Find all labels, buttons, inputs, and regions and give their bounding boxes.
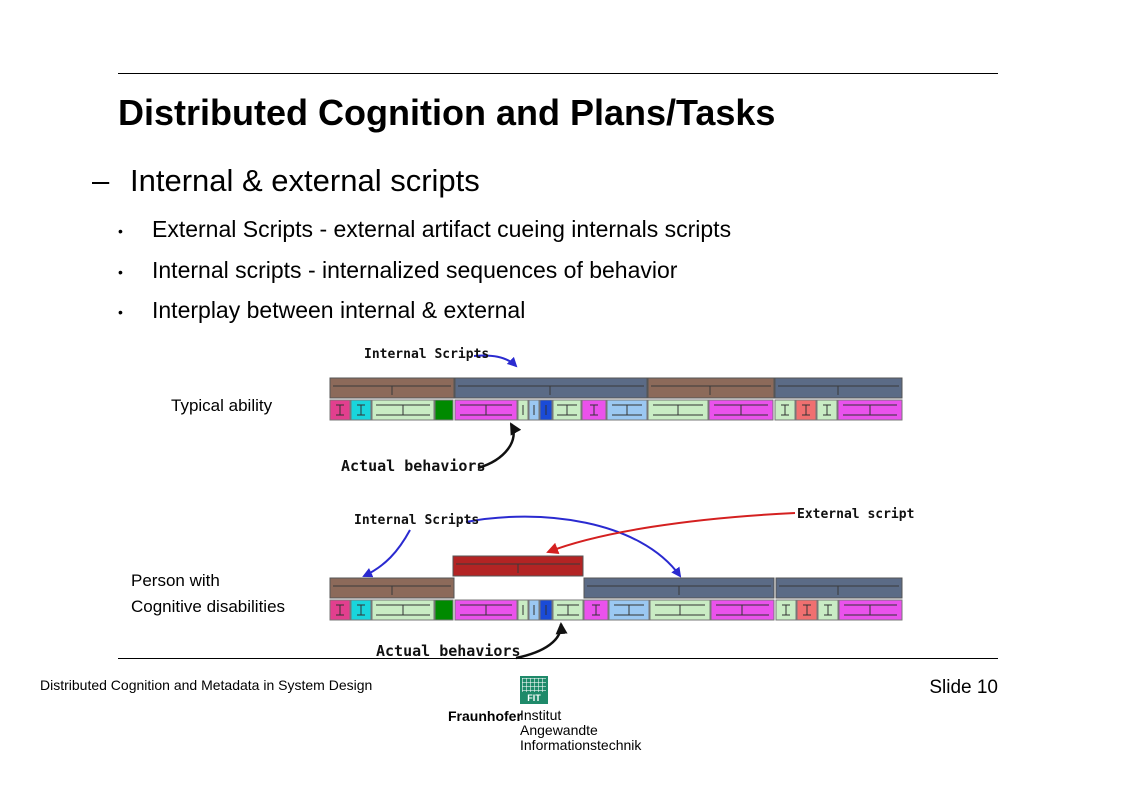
subheading-text: Internal & external scripts xyxy=(130,163,480,198)
slide-title: Distributed Cognition and Plans/Tasks xyxy=(118,92,776,133)
bullet-dot-icon: • xyxy=(118,263,123,280)
bottom-internal-scripts-label: Internal Scripts xyxy=(354,513,479,528)
top-actual-behaviors-label: Actual behaviors xyxy=(341,457,486,475)
actual-behaviors-arrow xyxy=(477,422,522,470)
bottom-behavior-glyphs xyxy=(336,604,897,616)
bullet-text: External Scripts - external artifact cue… xyxy=(152,216,732,242)
logo-brand: Fraunhofer xyxy=(448,708,522,724)
bottom-script-bar xyxy=(329,555,903,599)
bullet-item: • External Scripts - external artifact cu… xyxy=(118,216,731,243)
top-internal-scripts-label: Internal Scripts xyxy=(364,347,489,362)
behavior-block xyxy=(434,599,454,621)
top-behavior-glyphs xyxy=(336,404,897,416)
logo-institute-line: Institut xyxy=(520,707,562,723)
bullet-dot-icon: • xyxy=(118,303,123,320)
fit-mark-text: FIT xyxy=(527,693,541,703)
bullet-item: • Internal scripts - internalized sequenc… xyxy=(118,257,677,284)
behavior-block xyxy=(434,399,454,421)
script-block xyxy=(647,377,775,399)
bullet-item: • Interplay between internal & external xyxy=(118,297,525,324)
footer-title: Distributed Cognition and Metadata in Sy… xyxy=(40,677,373,693)
logo-institute-line: Informationstechnik xyxy=(520,737,642,753)
subheading-dash: – xyxy=(92,163,110,198)
subheading: –Internal & external scripts xyxy=(92,163,480,199)
internal-scripts-arrow xyxy=(473,354,518,368)
script-block xyxy=(775,577,903,599)
logo-institute: Institut Angewandte Informationstechnik xyxy=(520,708,641,753)
script-block xyxy=(454,377,648,399)
internal-scripts-right-arrow xyxy=(465,515,682,578)
bottom-actual-behaviors-label: Actual behaviors xyxy=(376,642,521,660)
top-script-bar xyxy=(329,377,903,399)
bottom-rule xyxy=(118,658,998,659)
cognitive-disabilities-label: Cognitive disabilities xyxy=(131,597,286,616)
internal-scripts-left-arrow xyxy=(362,529,411,578)
bullet-dot-icon: • xyxy=(118,222,123,239)
top-rule xyxy=(118,73,998,74)
bullet-text: Internal scripts - internalized sequence… xyxy=(152,257,678,283)
logo-institute-line: Angewandte xyxy=(520,722,598,738)
external-script-arrow xyxy=(546,512,796,555)
fit-logo-icon: FIT xyxy=(520,676,548,704)
actual-behaviors-bottom-arrow xyxy=(515,622,568,660)
bullet-text: Interplay between internal & external xyxy=(152,297,526,323)
external-script-label: External script xyxy=(797,507,914,522)
person-with-label: Person with xyxy=(131,571,220,590)
typical-ability-label: Typical ability xyxy=(171,396,273,415)
bottom-behavior-row xyxy=(329,599,903,621)
top-behavior-row xyxy=(329,399,903,421)
slide-number: Slide 10 xyxy=(929,677,998,698)
